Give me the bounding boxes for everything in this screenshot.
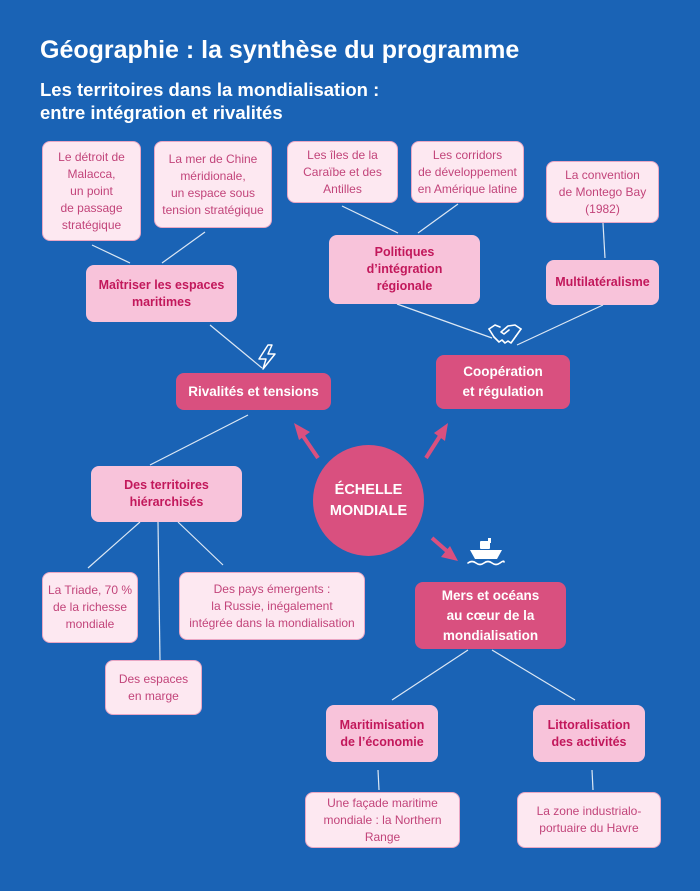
node-mers-oceans: Mers et océans au cœur de la mondialisat… [415,582,566,649]
leaf-zone-havre: La zone industrialo- portuaire du Havre [517,792,661,848]
arrow-to-cooperation [424,423,448,460]
leaf-northern-range: Une façade maritime mondiale : la Northe… [305,792,460,848]
central-node-echelle-mondiale: ÉCHELLE MONDIALE [313,445,424,556]
node-rivalites-tensions: Rivalités et tensions [176,373,331,410]
ship-icon [467,538,505,566]
arrow-to-rivalites [294,423,320,460]
leaf-corridors: Les corridors de développement en Amériq… [411,141,524,203]
node-littoralisation: Littoralisation des activités [533,705,645,762]
handshake-icon [488,324,522,344]
node-cooperation-regulation: Coopération et régulation [436,355,570,409]
node-maritimisation: Maritimisation de l’économie [326,705,438,762]
arrow-to-mers [430,536,458,561]
node-territoires-hierarchises: Des territoires hiérarchisés [91,466,242,522]
node-politiques-integration: Politiques d’intégration régionale [329,235,480,304]
leaf-malacca: Le détroit de Malacca, un point de passa… [42,141,141,241]
leaf-mer-de-chine: La mer de Chine méridionale, un espace s… [154,141,272,228]
leaf-iles-caraibe: Les îles de la Caraïbe et des Antilles [287,141,398,203]
lightning-icon [258,344,276,370]
leaf-espaces-en-marge: Des espaces en marge [105,660,202,715]
page-title: Géographie : la synthèse du programme [40,36,520,64]
page-subtitle: Les territoires dans la mondialisation :… [40,79,380,123]
leaf-montego-bay: La convention de Montego Bay (1982) [546,161,659,223]
node-multilateralisme: Multilatéralisme [546,260,659,305]
leaf-triade: La Triade, 70 % de la richesse mondiale [42,572,138,643]
node-maitriser-espaces-maritimes: Maîtriser les espaces maritimes [86,265,237,322]
leaf-pays-emergents: Des pays émergents : la Russie, inégalem… [179,572,365,640]
